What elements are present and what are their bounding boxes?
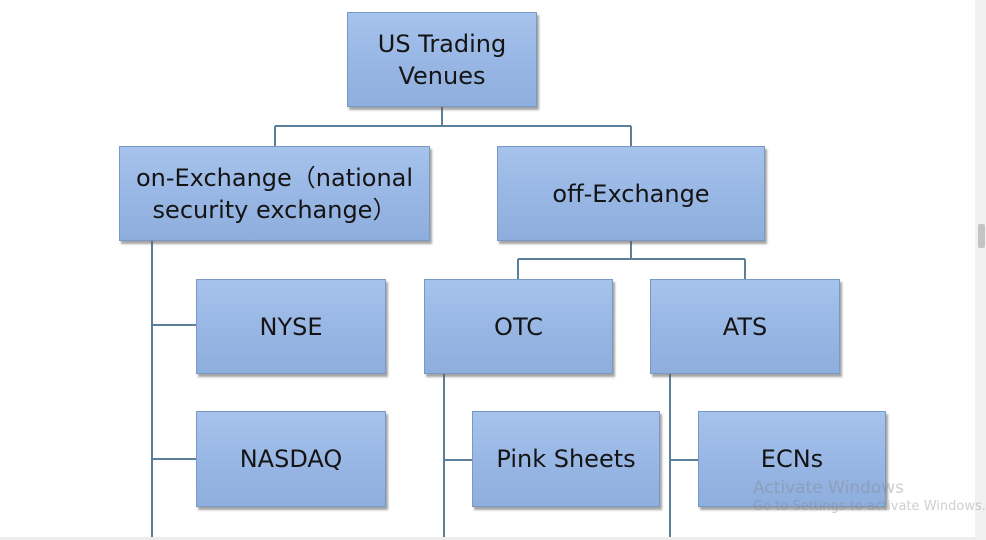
watermark-title: Activate Windows xyxy=(753,478,904,498)
node-on-exchange: on-Exchange（national security exchange） xyxy=(119,146,430,241)
bottom-divider xyxy=(0,537,975,540)
node-nyse-label: NYSE xyxy=(259,312,323,341)
node-on-exchange-line2: security exchange） xyxy=(152,195,397,224)
vertical-scrollbar[interactable] xyxy=(975,0,986,540)
node-us-trading-venues-line1: US Trading xyxy=(377,29,507,58)
node-nasdaq-label: NASDAQ xyxy=(239,445,343,473)
node-us-trading-venues: US Trading Venues xyxy=(347,12,537,107)
scrollbar-thumb[interactable] xyxy=(978,224,985,248)
node-ats-label: ATS xyxy=(722,312,768,341)
node-off-exchange: off-Exchange xyxy=(497,146,765,241)
node-otc: OTC xyxy=(424,279,613,374)
node-ecns-label: ECNs xyxy=(760,445,824,473)
node-nasdaq: NASDAQ xyxy=(196,411,386,507)
node-us-trading-venues-line2: Venues xyxy=(398,61,486,90)
node-otc-label: OTC xyxy=(494,312,543,341)
node-ecns: ECNs xyxy=(698,411,886,507)
node-on-exchange-line1: on-Exchange（national xyxy=(135,163,414,192)
node-nyse: NYSE xyxy=(196,279,386,374)
watermark-subtitle: Go to Settings to activate Windows. xyxy=(753,499,986,514)
node-pink-sheets: Pink Sheets xyxy=(472,411,660,507)
node-ats: ATS xyxy=(650,279,840,374)
node-off-exchange-label: off-Exchange xyxy=(552,179,710,208)
activation-watermark: Activate Windows Go to Settings to activ… xyxy=(753,478,986,516)
node-pink-sheets-label: Pink Sheets xyxy=(496,445,636,473)
